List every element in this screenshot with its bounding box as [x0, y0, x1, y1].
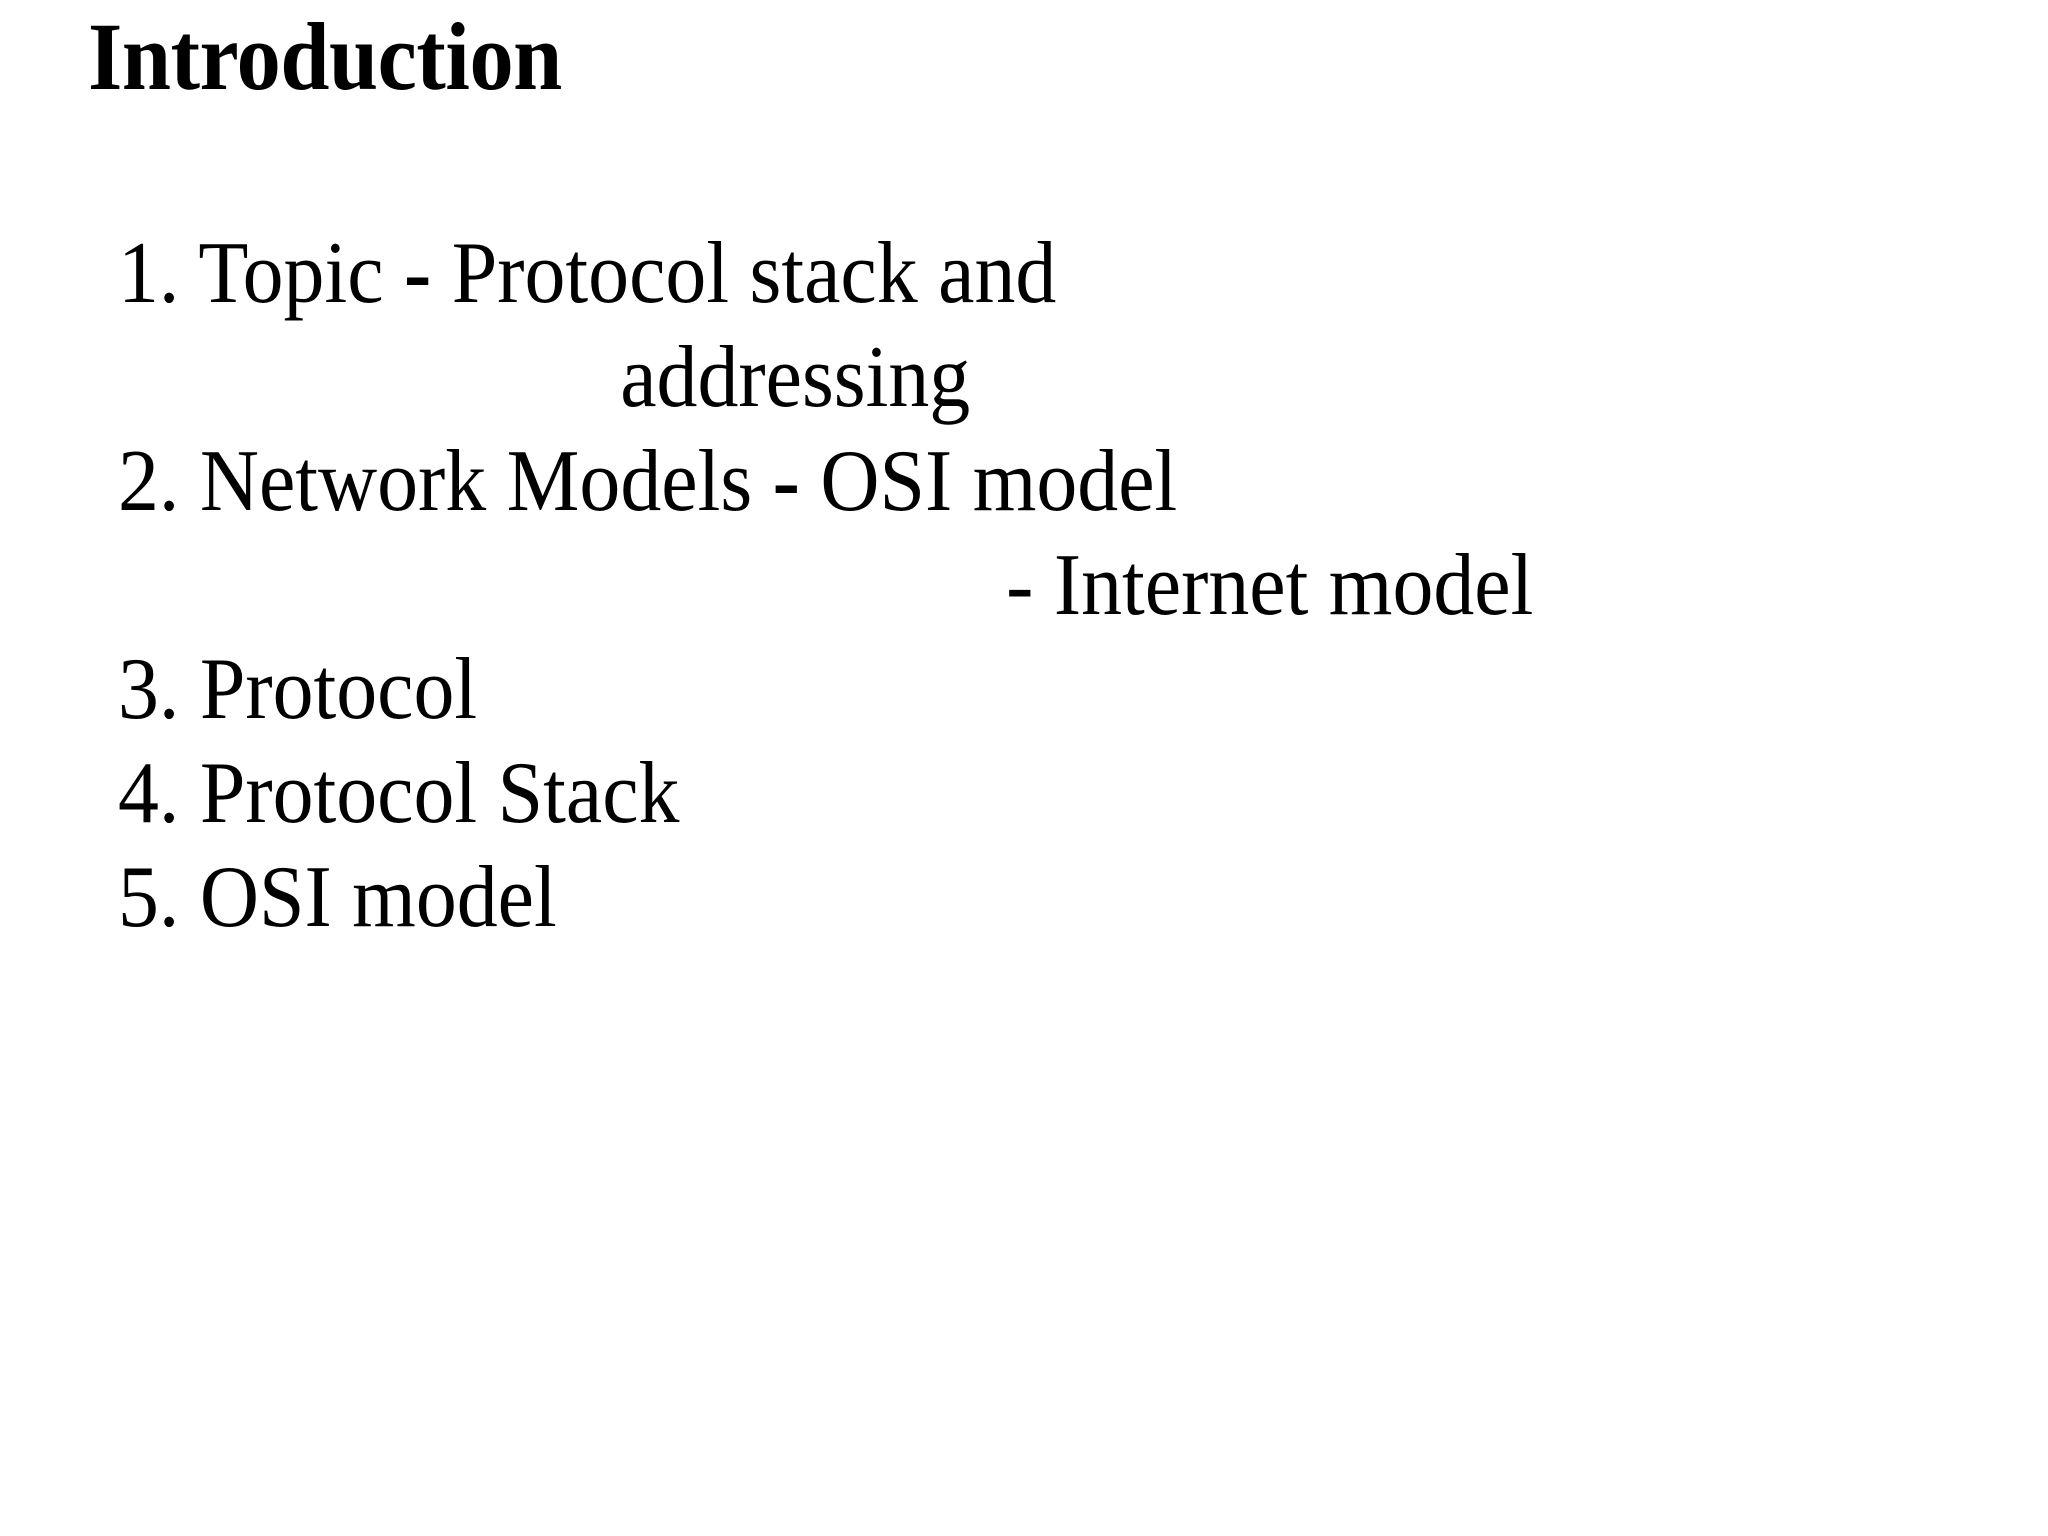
list-item-network-models-lead: 2. Network Models	[118, 433, 773, 530]
list-item-network-models: 2. Network Models - OSI model	[118, 430, 1848, 534]
list-item-topic-value: Protocol stack and	[431, 225, 1057, 322]
list-item-osi-model: 5. OSI model	[118, 849, 557, 946]
page-title: Introduction	[88, 3, 562, 110]
list-item-network-models-continuation: - Internet model	[1006, 537, 1534, 634]
list-item-network-models-dash: -	[772, 433, 800, 530]
list-item-topic-lead: 1. Topic	[118, 225, 405, 322]
list-item-topic: 1. Topic - Protocol stack and	[118, 222, 1848, 326]
list-item-protocol-stack: 4. Protocol Stack	[118, 745, 680, 842]
list-item-topic-continuation: addressing	[620, 329, 971, 426]
outline-list: 1. Topic - Protocol stack and addressing…	[118, 222, 1978, 950]
list-item-protocol: 3. Protocol	[118, 641, 478, 738]
list-item-network-models-value: OSI model	[799, 433, 1178, 530]
list-item-topic-dash: -	[404, 225, 432, 322]
